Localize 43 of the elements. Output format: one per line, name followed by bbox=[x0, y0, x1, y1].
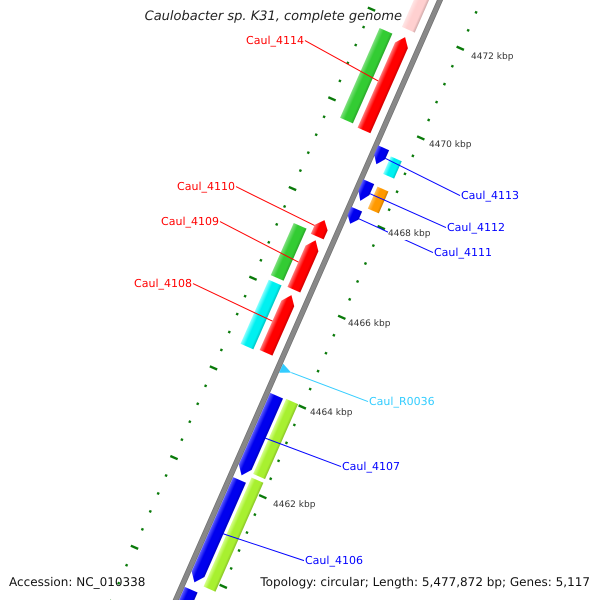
gene-feature bbox=[358, 37, 408, 134]
gene-label: Caul_4107 bbox=[342, 460, 400, 474]
gene-feature bbox=[340, 28, 392, 124]
gene-label: Caul_4112 bbox=[447, 221, 505, 234]
gene-feature bbox=[374, 145, 390, 164]
gene-label: Caul_4109 bbox=[161, 215, 219, 228]
footer-note: Accession: NC_010338 bbox=[9, 575, 146, 590]
gene-feature bbox=[192, 477, 246, 582]
gene-feature bbox=[270, 222, 307, 281]
gene-feature bbox=[358, 179, 374, 201]
gene-label: Caul_4110 bbox=[177, 180, 235, 194]
gene-feature bbox=[310, 220, 328, 240]
gene-label: Caul_4106 bbox=[305, 554, 363, 568]
scale-label: 4472 kbp bbox=[471, 52, 514, 63]
gene-feature bbox=[253, 398, 298, 480]
leader-line bbox=[220, 221, 299, 263]
gene-label: Caul_R0036 bbox=[369, 395, 435, 408]
gene-feature bbox=[383, 156, 402, 179]
scale-label: 4468 kbp bbox=[388, 229, 430, 240]
title: Caulobacter sp. K31, complete genome bbox=[144, 9, 402, 25]
leader-line bbox=[290, 372, 368, 402]
gene-label: Caul_4111 bbox=[434, 246, 492, 260]
gene-feature bbox=[287, 240, 318, 292]
gene-feature bbox=[260, 295, 294, 356]
scale-label: 4464 kbp bbox=[310, 408, 352, 419]
scale-label: 4466 kbp bbox=[348, 319, 390, 330]
footer-note: Topology: circular; Length: 5,477,872 bp; Genes: 5,117 bbox=[260, 575, 590, 590]
scale-label: 4462 kbp bbox=[273, 500, 316, 511]
scale-label: 4470 kbp bbox=[429, 140, 472, 151]
gene-feature bbox=[368, 186, 388, 214]
gene-feature bbox=[240, 280, 282, 350]
gene-feature bbox=[348, 206, 362, 224]
leader-line bbox=[370, 193, 446, 228]
gene-label: Caul_4108 bbox=[134, 277, 192, 290]
gene-triangle bbox=[279, 364, 292, 373]
gene-label: Caul_4114 bbox=[246, 34, 304, 48]
leader-line bbox=[222, 533, 304, 562]
leader-line bbox=[265, 438, 342, 468]
gene-label: Caul_4113 bbox=[461, 189, 519, 202]
leader-line bbox=[236, 186, 315, 226]
leader-line bbox=[192, 283, 273, 322]
leader-line bbox=[304, 40, 379, 82]
gene-feature bbox=[238, 392, 284, 476]
